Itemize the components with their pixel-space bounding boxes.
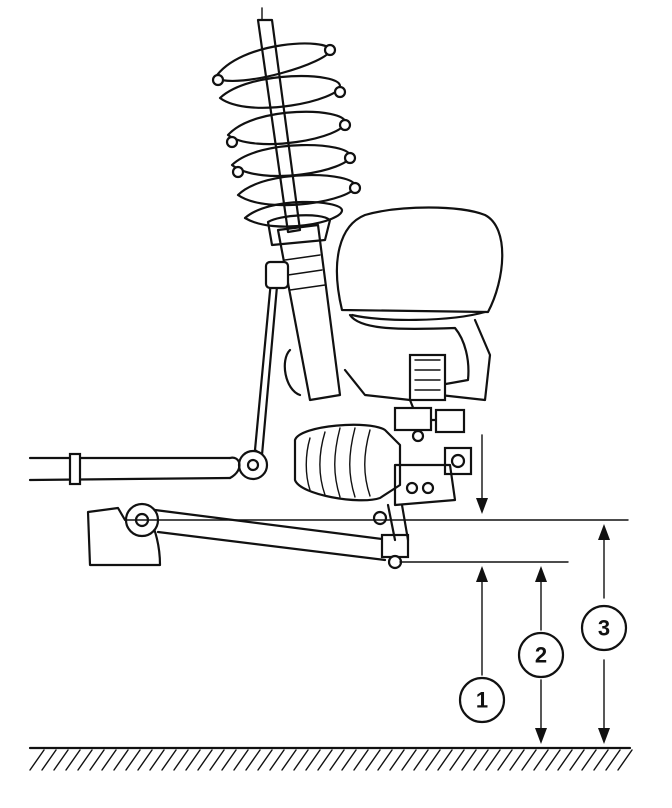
dimension-arrow-3: [598, 524, 610, 744]
tire: [335, 206, 504, 321]
strut-rod: [256, 7, 302, 234]
ground-hatching: [29, 749, 633, 771]
cv-boot: [293, 423, 402, 502]
callout-1-label: 1: [476, 688, 488, 713]
coil-spring: [211, 42, 362, 228]
ground-line: [28, 746, 633, 771]
stabilizer-link: [237, 260, 290, 481]
shock-absorber-body: [266, 214, 342, 402]
steering-knuckle: [343, 313, 492, 507]
callout-3: 3: [580, 604, 628, 652]
reference-lines: [124, 519, 629, 563]
dimension-arrow-2: [535, 566, 547, 744]
lower-control-arm: [86, 502, 410, 570]
dimension-arrow-1: [476, 434, 488, 676]
callout-3-label: 3: [598, 616, 610, 641]
stabilizer-bar: [28, 452, 241, 486]
callout-2: 2: [517, 631, 565, 679]
callout-1: 1: [458, 676, 506, 724]
callout-2-label: 2: [535, 643, 547, 668]
